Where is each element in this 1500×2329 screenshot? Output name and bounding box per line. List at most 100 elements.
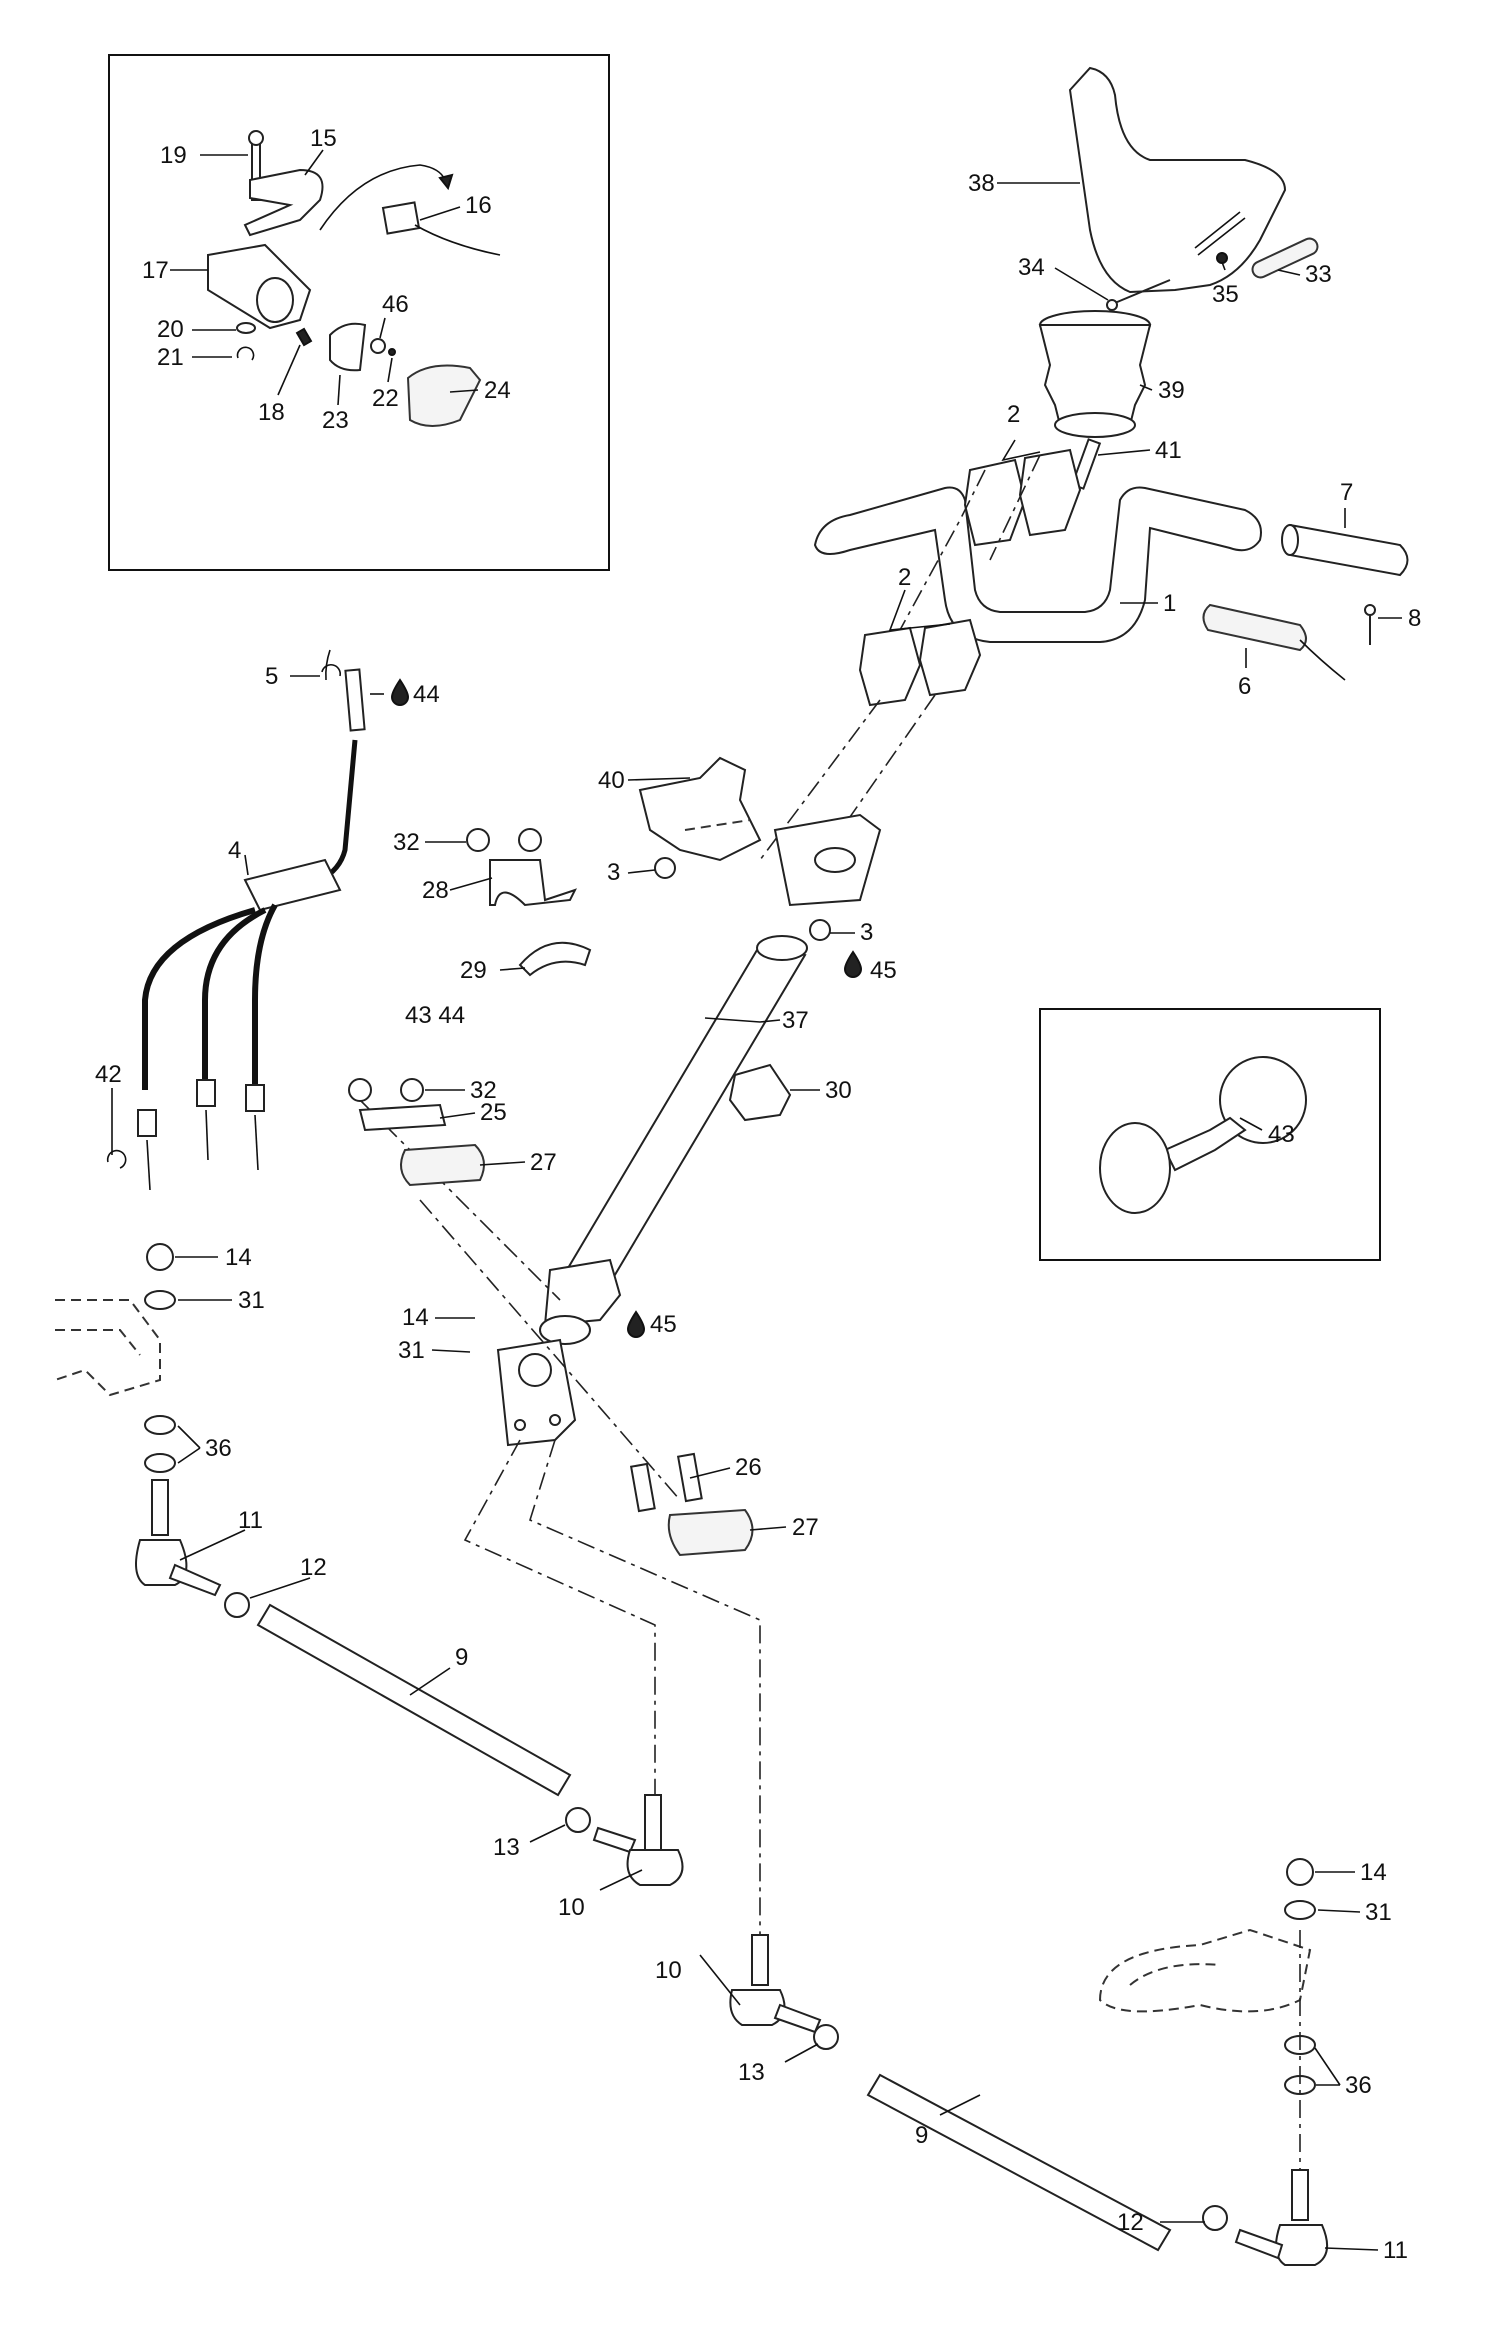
part-11-bolt-right	[1291, 2169, 1309, 2221]
part-32-nut-left	[466, 828, 490, 852]
part-39-steering-boot	[1038, 310, 1152, 438]
part-34-screw	[1109, 279, 1171, 306]
part-10-tie-rod-end-left	[626, 1849, 684, 1886]
part-25-clamp-plate	[358, 1103, 447, 1132]
part-36-washer-left-b	[144, 1453, 176, 1473]
callout-label: 13	[738, 2059, 765, 2086]
part-20-washer	[236, 322, 256, 334]
part-26-spacer-left	[629, 1462, 656, 1513]
part-38-handlebar-pad	[1068, 66, 1287, 294]
part-31-washer-right	[1284, 1900, 1316, 1920]
callout-label: 26	[735, 1454, 762, 1481]
part-9-tie-rod-left	[256, 1603, 572, 1797]
callout-label: 32	[470, 1077, 497, 1104]
part-42-clip	[106, 1149, 127, 1169]
part-2-lower-clamp-right	[918, 618, 982, 697]
lubricant-drop-icon	[390, 678, 410, 706]
part-2-upper-clamp-right	[1018, 448, 1082, 537]
throttle-assembly-inset-frame	[108, 54, 610, 571]
callout-label: 31	[238, 1287, 265, 1314]
callout-label: 45	[650, 1311, 677, 1338]
callout-label: 29	[460, 957, 487, 984]
part-15-throttle-lever	[243, 168, 324, 237]
horn-inset-frame	[1039, 1008, 1381, 1261]
part-3-nut-lower	[809, 919, 831, 941]
callout-label: 43 44	[405, 1002, 465, 1029]
callout-label: 45	[870, 957, 897, 984]
leader-lines	[111, 149, 1402, 2251]
callout-label: 4	[228, 837, 241, 864]
callout-label: 14	[402, 1304, 429, 1331]
callout-label: 41	[1155, 437, 1182, 464]
part-37-steering-column	[553, 943, 807, 1302]
callout-label: 11	[1383, 2237, 1408, 2264]
part-17-throttle-housing	[207, 243, 312, 330]
steering-column-group	[359, 454, 1041, 2010]
part-7-handgrip	[1281, 523, 1409, 577]
handlebar-group	[813, 66, 1409, 707]
part-16-switch	[381, 201, 421, 235]
callout-label: 2	[1007, 401, 1020, 428]
throttle-cable-end	[344, 668, 366, 732]
part-46-washer	[370, 338, 386, 354]
callout-labels: 19 15 16 17 20 21 18 23 46 22 24 38 34 3…	[95, 125, 1421, 2264]
callout-label: 9	[915, 2122, 928, 2149]
part-13-nut-left	[565, 1807, 591, 1833]
part-32-nut-right	[518, 828, 542, 852]
callout-label: 15	[310, 125, 337, 152]
part-3-nut-upper	[654, 857, 676, 879]
callout-label: 10	[655, 1957, 682, 1984]
callout-label: 46	[382, 291, 409, 318]
callout-label: 20	[157, 316, 184, 343]
part-40-bracket	[638, 756, 762, 862]
part-11-bolt-left	[151, 1479, 169, 1536]
part-22-screw	[388, 348, 396, 356]
callout-label: 17	[142, 257, 169, 284]
callout-label: 36	[1345, 2072, 1372, 2099]
callout-label: 9	[455, 1644, 468, 1671]
callout-label: 13	[493, 1834, 520, 1861]
part-11-tie-rod-end-right	[1275, 2224, 1329, 2266]
callout-label: 10	[558, 1894, 585, 1921]
callout-label: 14	[225, 1244, 252, 1271]
part-14-nut-right	[1286, 1858, 1314, 1886]
callout-label: 43	[1268, 1121, 1295, 1148]
part-9-tie-rod-right	[866, 2073, 1172, 2252]
callout-label: 19	[160, 142, 187, 169]
callout-label: 11	[238, 1507, 263, 1534]
callout-label: 12	[300, 1554, 327, 1581]
callout-label: 25	[480, 1099, 507, 1126]
part-30-bushing	[728, 1063, 792, 1122]
part-32-nut-lower-left	[348, 1078, 372, 1102]
callout-label: 8	[1408, 605, 1421, 632]
part-5-clip	[321, 663, 342, 677]
callout-label: 21	[157, 344, 184, 371]
callout-label: 14	[1360, 1859, 1387, 1886]
lubricant-drop-icon	[843, 950, 863, 978]
part-36-washer-left-a	[144, 1415, 176, 1435]
callout-label: 31	[398, 1337, 425, 1364]
part-23-cover	[329, 322, 367, 372]
part-29-clamp-half	[518, 941, 592, 977]
callout-label: 39	[1158, 377, 1185, 404]
callout-label: 5	[265, 663, 278, 690]
part-13-nut-right	[813, 2024, 839, 2050]
callout-label: 34	[1018, 254, 1045, 281]
part-14-nut-left	[146, 1243, 174, 1271]
callout-label: 7	[1340, 479, 1353, 506]
clamp-group	[348, 828, 792, 1557]
part-2-upper-clamp-left	[963, 458, 1027, 547]
callout-label: 16	[465, 192, 492, 219]
part-4-junction-block	[243, 858, 342, 912]
callout-label: 35	[1212, 281, 1239, 308]
steering-column-lower-collar	[543, 1258, 622, 1327]
callout-label: 6	[1238, 673, 1251, 700]
part-21-clip	[236, 346, 255, 361]
callout-label: 23	[322, 407, 349, 434]
part-32-nut-lower-right	[400, 1078, 424, 1102]
callout-label: 36	[205, 1435, 232, 1462]
part-31-washer-left	[144, 1290, 176, 1310]
callout-label: 3	[860, 919, 873, 946]
part-6-grip-heater	[1202, 603, 1307, 652]
